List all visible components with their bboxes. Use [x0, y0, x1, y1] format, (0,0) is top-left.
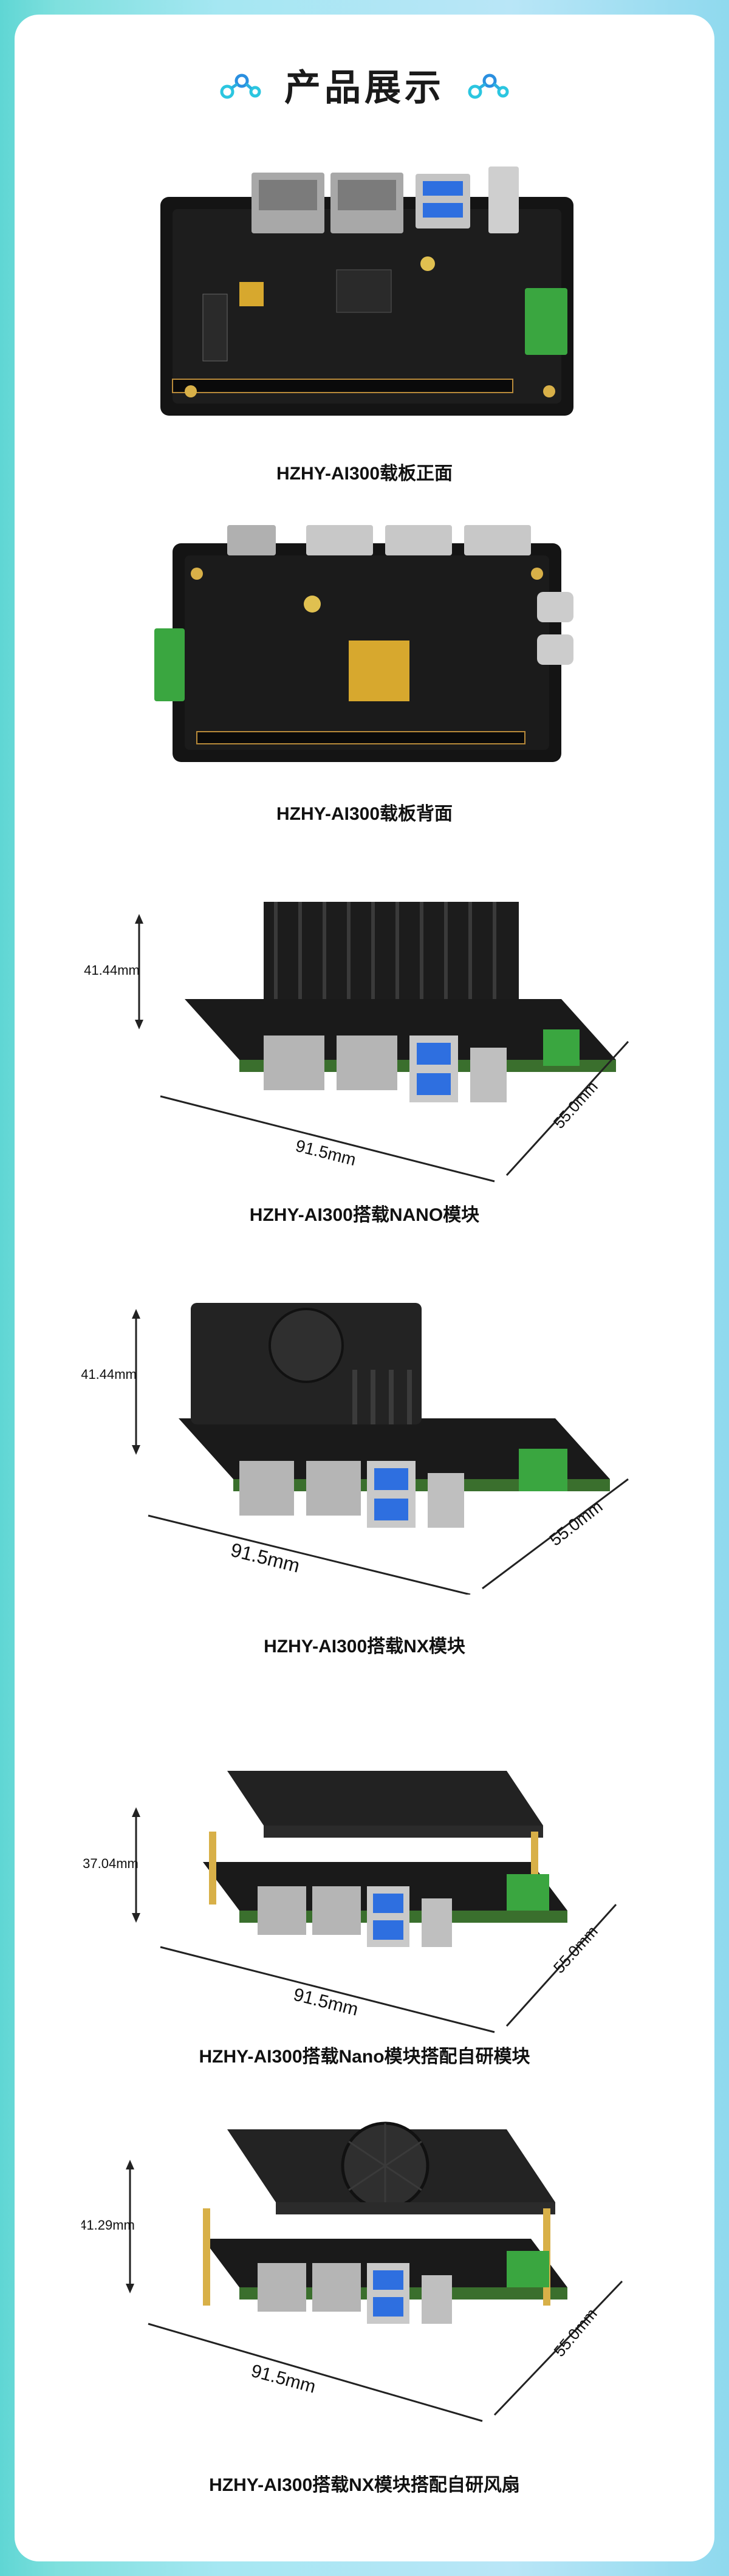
nano-module-image: 41.44mm 91.5mm 55.0mm — [84, 902, 629, 1183]
molecule-icon-right — [468, 74, 509, 99]
nano-height-label: 41.44mm — [84, 963, 140, 978]
caption-board-front: HZHY-AI300载板正面 — [276, 464, 453, 484]
nx-module-image: 41.44mm 91.5mm 55.0mm — [81, 1303, 629, 1595]
caption-nx: HZHY-AI300搭载NX模块 — [264, 1637, 465, 1657]
nano-width-label: 91.5mm — [293, 1136, 358, 1170]
caption-nano-case: HZHY-AI300搭载Nano模块搭配自研模块 — [199, 2047, 530, 2067]
nx-fan-height-label: 41.29mm — [81, 2217, 135, 2233]
caption-board-back: HZHY-AI300载板背面 — [276, 804, 453, 824]
caption-nx-fan: HZHY-AI300搭载NX模块搭配自研风扇 — [209, 2475, 520, 2495]
section-title: 产品展示 — [284, 67, 445, 108]
board-back-image — [154, 525, 573, 762]
nx-fan-image: 41.29mm 91.5mm 55.0mm — [81, 2121, 623, 2422]
nx-depth-label: 55.0mm — [546, 1497, 606, 1550]
molecule-icon-left — [220, 74, 261, 99]
caption-nano: HZHY-AI300搭载NANO模块 — [249, 1205, 480, 1225]
nx-height-label: 41.44mm — [81, 1367, 137, 1382]
nx-fan-depth-label: 55.0mm — [550, 2305, 600, 2360]
nano-case-height-label: 37.04mm — [83, 1856, 139, 1871]
board-front-image — [160, 167, 573, 416]
section-header: 产品展示 — [15, 51, 714, 118]
nx-fan-width-label: 91.5mm — [249, 2361, 318, 2397]
content-card: 产品展示 HZHY-AI300载板正面 — [15, 15, 714, 2561]
nano-depth-label: 55.0mm — [550, 1077, 601, 1132]
nano-case-depth-label: 55.0mm — [550, 1922, 601, 1977]
nano-case-image: 37.04mm 91.5mm 55.0mm — [83, 1771, 617, 2033]
